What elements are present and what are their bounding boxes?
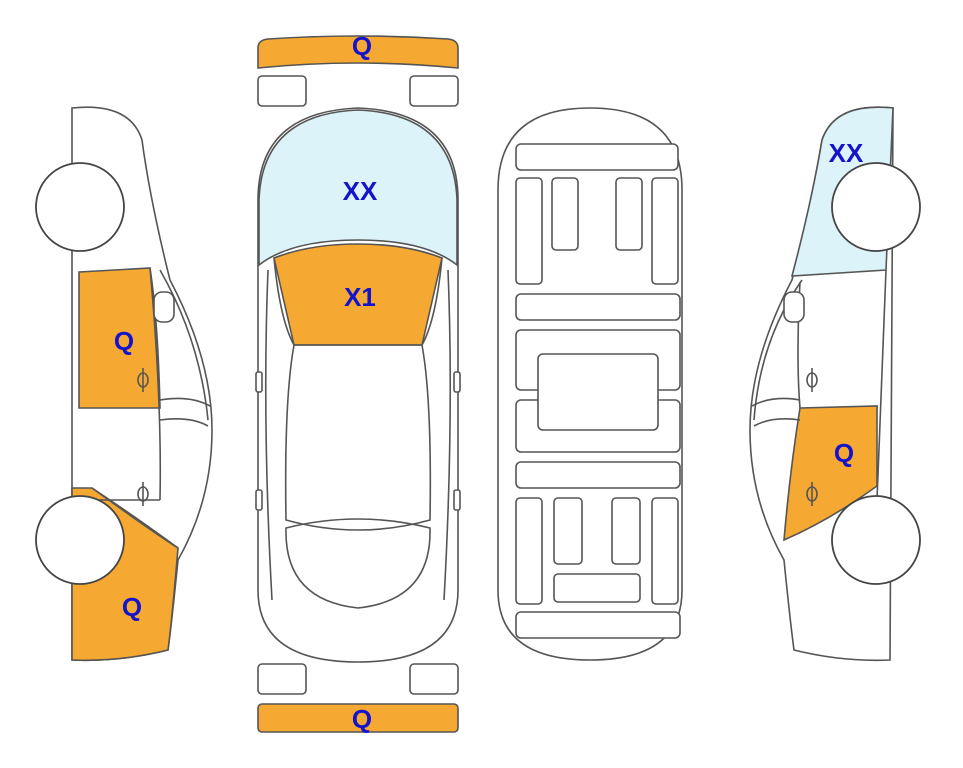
underside-rear-left-rail xyxy=(515,497,543,605)
top-view: Q XX X1 Q xyxy=(255,31,461,734)
left-rear-door-edge xyxy=(91,487,179,549)
rear-window xyxy=(285,518,431,609)
left-mirror xyxy=(255,371,263,393)
right-window-line-2 xyxy=(753,418,801,427)
underside-front-left-rail xyxy=(515,177,543,285)
left-window-line-2 xyxy=(159,418,209,427)
right-rear-door-panel[interactable] xyxy=(783,405,878,542)
roof-panel xyxy=(284,344,432,531)
underside-rear-right-rail xyxy=(651,497,679,605)
windshield-marker: XX xyxy=(343,176,378,206)
rear-right-light xyxy=(409,663,459,695)
right-rear-wheel xyxy=(831,495,921,585)
left-rear-handle-icon xyxy=(137,482,149,506)
front-bumper-panel[interactable] xyxy=(257,35,459,69)
underside-rear-crossbar xyxy=(553,573,641,603)
front-left-light xyxy=(257,75,307,107)
right-side-view: XX Q xyxy=(749,106,921,662)
right-rear-handle-icon xyxy=(806,482,818,506)
left-front-wheel xyxy=(35,162,125,252)
underside-center-plate xyxy=(537,353,659,431)
right-rear-handle xyxy=(453,489,461,511)
front-right-light xyxy=(409,75,459,107)
right-front-handle-icon xyxy=(806,368,818,392)
top-right-a-pillar xyxy=(421,257,443,346)
right-glass-marker: XX xyxy=(829,138,864,168)
rear-bumper-panel[interactable] xyxy=(257,703,459,733)
left-b-pillar xyxy=(149,267,162,501)
hood-marker: X1 xyxy=(344,282,376,312)
underside-front-left-block xyxy=(551,177,579,251)
underside-front-right-block xyxy=(615,177,643,251)
underside-mid-beam-2 xyxy=(515,461,681,489)
right-rear-pillar xyxy=(876,269,887,501)
underside-rear-beam xyxy=(515,611,681,639)
left-front-handle-icon xyxy=(137,368,149,392)
underside-view xyxy=(497,107,683,661)
top-right-side-line xyxy=(443,269,452,601)
windshield-panel[interactable] xyxy=(258,109,458,267)
right-mirror-side xyxy=(783,291,805,323)
rear-left-light xyxy=(257,663,307,695)
underside-rear-left-block xyxy=(553,497,583,565)
left-door-marker: Q xyxy=(114,326,134,356)
front-bumper-marker: Q xyxy=(352,31,372,61)
top-left-side-line xyxy=(264,269,273,601)
underside-front-beam xyxy=(515,143,679,171)
left-quarter-marker: Q xyxy=(122,592,142,622)
right-front-wheel xyxy=(831,162,921,252)
left-rear-glass xyxy=(159,269,209,421)
left-rear-wheel xyxy=(35,495,125,585)
right-rear-door-marker: Q xyxy=(834,438,854,468)
left-rear-handle xyxy=(255,489,263,511)
left-side-view: Q Q xyxy=(35,106,213,662)
top-left-a-pillar xyxy=(273,257,295,346)
rear-bumper-marker: Q xyxy=(352,704,372,734)
left-mirror-side xyxy=(153,291,175,323)
right-mirror xyxy=(453,371,461,393)
underside-rear-right-block xyxy=(611,497,641,565)
underside-mid-beam-1 xyxy=(515,293,681,321)
underside-front-right-rail xyxy=(651,177,679,285)
hood-panel[interactable] xyxy=(273,243,443,346)
